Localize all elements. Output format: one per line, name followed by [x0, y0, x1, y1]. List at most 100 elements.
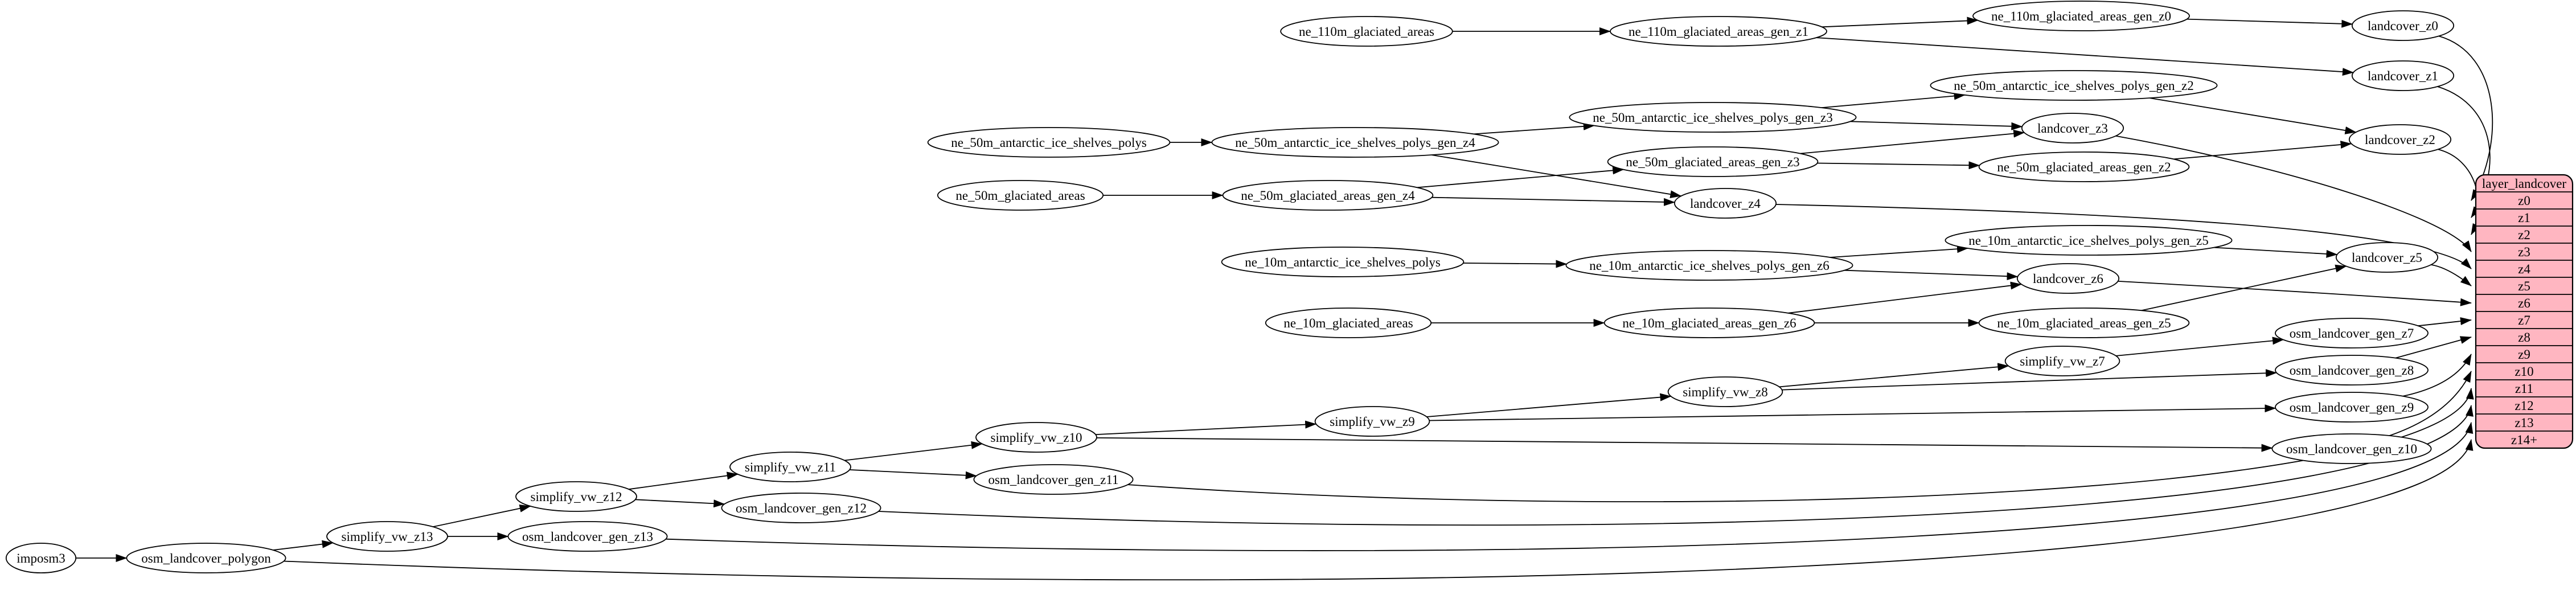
node-ellipse — [721, 493, 881, 523]
graph-node-ne_50m_glaciated_areas_gen_z3: ne_50m_glaciated_areas_gen_z3 — [1607, 146, 1819, 177]
table-row-z12: z12 — [2515, 399, 2533, 413]
node-ellipse — [2275, 355, 2429, 386]
graph-edge-simplify_vw_z13-to-simplify_vw_z12 — [433, 504, 531, 527]
node-label: landcover_z2 — [2365, 133, 2435, 147]
node-label: osm_landcover_gen_z9 — [2290, 400, 2414, 415]
node-ellipse — [1667, 376, 1783, 407]
graph-node-ne_10m_glaciated_areas_gen_z6: ne_10m_glaciated_areas_gen_z6 — [1603, 307, 1815, 338]
graph-edge-osm_landcover_gen_z13-to-z13 — [666, 422, 2474, 551]
graph-edge-simplify_vw_z10-to-osm_landcover_gen_z10 — [1096, 437, 2273, 452]
graph-edge-simplify_vw_z11-to-simplify_vw_z10 — [844, 441, 983, 461]
graph-edge-simplify_vw_z7-to-osm_landcover_gen_z7 — [2116, 337, 2284, 356]
node-ellipse — [1930, 70, 2218, 101]
graph-node-landcover_z1: landcover_z1 — [2351, 60, 2455, 91]
graph-node-osm_landcover_gen_z7: osm_landcover_gen_z7 — [2275, 318, 2429, 348]
node-ellipse — [507, 521, 668, 552]
graph-edge-ne_50m_glaciated_areas_gen_z3-to-ne_50m_glaciated_areas_gen_z2 — [1817, 161, 1980, 170]
graph-edge-ne_110m_glaciated_areas_gen_z1-to-landcover_z1 — [1816, 37, 2354, 76]
graph-edge-ne_110m_glaciated_areas_gen_z0-to-landcover_z0 — [2187, 18, 2353, 28]
graph-node-simplify_vw_z7: simplify_vw_z7 — [2004, 346, 2120, 376]
graph-node-osm_landcover_polygon: osm_landcover_polygon — [126, 543, 286, 573]
table-row-z6: z6 — [2518, 296, 2530, 310]
node-ellipse — [2021, 113, 2124, 143]
graph-node-imposm3: imposm3 — [5, 543, 77, 573]
node-ellipse — [515, 481, 637, 512]
graph-edge-osm_landcover_gen_z10-to-z10 — [2389, 371, 2472, 436]
node-ellipse — [1972, 1, 2190, 31]
node-ellipse — [2275, 392, 2429, 423]
table-row-z9: z9 — [2518, 347, 2530, 362]
node-label: landcover_z3 — [2037, 121, 2108, 136]
graph-node-ne_10m_antarctic_ice_shelves_polys: ne_10m_antarctic_ice_shelves_polys — [1221, 247, 1465, 277]
node-label: osm_landcover_gen_z13 — [522, 530, 653, 544]
graph-edge-osm_landcover_gen_z11-to-z11 — [1127, 388, 2474, 503]
node-label: simplify_vw_z13 — [342, 530, 433, 544]
node-ellipse — [1211, 127, 1499, 158]
table-row-z14+: z14+ — [2511, 433, 2537, 447]
table-row-z11: z11 — [2515, 382, 2533, 396]
node-label: landcover_z0 — [2368, 19, 2438, 33]
node-ellipse — [975, 422, 1097, 453]
node-ellipse — [1280, 16, 1453, 47]
graph-node-landcover_z5: landcover_z5 — [2335, 242, 2439, 273]
node-ellipse — [1222, 180, 1434, 211]
graph-node-landcover_z2: landcover_z2 — [2348, 124, 2452, 155]
graph-edge-simplify_vw_z12-to-simplify_vw_z11 — [629, 471, 739, 490]
graph-edge-landcover_z5-to-z5 — [2431, 264, 2472, 286]
node-label: osm_landcover_gen_z12 — [736, 501, 867, 515]
layer-landcover-table: layer_landcoverz0z1z2z3z4z5z6z7z8z9z10z1… — [2475, 174, 2574, 449]
node-ellipse — [1265, 307, 1432, 338]
node-label: ne_110m_glaciated_areas_gen_z0 — [1991, 9, 2171, 23]
edge-layer — [76, 17, 2493, 581]
graph-edge-ne_10m_antarctic_ice_shelves_polys_gen_z6-to-ne_10m_antarctic_ice_shelves_polys_gen_z5 — [1830, 245, 1968, 258]
node-label: osm_landcover_gen_z11 — [988, 473, 1118, 487]
graph-node-ne_10m_antarctic_ice_shelves_polys_gen_z5: ne_10m_antarctic_ice_shelves_polys_gen_z… — [1945, 225, 2233, 256]
graph-edge-ne_50m_antarctic_ice_shelves_polys_gen_z4-to-ne_50m_antarctic_ice_shelves_polys_gen_z3 — [1474, 122, 1595, 135]
graph-node-ne_50m_glaciated_areas_gen_z4: ne_50m_glaciated_areas_gen_z4 — [1222, 180, 1434, 211]
table-row-z0: z0 — [2518, 194, 2530, 208]
graph-node-ne_110m_glaciated_areas: ne_110m_glaciated_areas — [1280, 16, 1453, 47]
node-ellipse — [126, 543, 286, 573]
node-ellipse — [1569, 102, 1857, 133]
graph-edge-ne_50m_glaciated_areas_gen_z4-to-landcover_z4 — [1431, 196, 1675, 206]
graph-node-osm_landcover_gen_z8: osm_landcover_gen_z8 — [2275, 355, 2429, 386]
node-ellipse — [2271, 433, 2432, 464]
node-ellipse — [729, 452, 851, 482]
graph-edge-ne_10m_antarctic_ice_shelves_polys-to-ne_10m_antarctic_ice_shelves_polys_gen_z6 — [1463, 260, 1568, 268]
node-ellipse — [1565, 250, 1853, 281]
table-row-z3: z3 — [2518, 245, 2530, 259]
graph-node-ne_10m_antarctic_ice_shelves_polys_gen_z6: ne_10m_antarctic_ice_shelves_polys_gen_z… — [1565, 250, 1853, 281]
graph-edge-simplify_vw_z9-to-osm_landcover_gen_z9 — [1429, 404, 2276, 421]
graph-node-ne_50m_antarctic_ice_shelves_polys_gen_z4: ne_50m_antarctic_ice_shelves_polys_gen_z… — [1211, 127, 1499, 158]
graph-edge-osm_landcover_gen_z7-to-z7 — [2418, 317, 2472, 327]
node-ellipse — [927, 127, 1171, 158]
node-label: imposm3 — [17, 551, 65, 565]
graph-edge-osm_landcover_gen_z8-to-z8 — [2395, 336, 2472, 359]
graph-edge-osm_landcover_gen_z9-to-z9 — [2402, 354, 2472, 397]
table-row-z4: z4 — [2518, 262, 2530, 276]
node-ellipse — [1673, 188, 1777, 219]
node-ellipse — [2348, 124, 2452, 155]
node-ellipse — [1945, 225, 2233, 256]
graph-edge-ne_110m_glaciated_areas_gen_z1-to-ne_110m_glaciated_areas_gen_z0 — [1822, 17, 1979, 28]
graph-edge-osm_landcover_polygon-to-simplify_vw_z13 — [273, 540, 334, 551]
graph-edge-simplify_vw_z9-to-simplify_vw_z8 — [1426, 393, 1672, 417]
graph-node-ne_110m_glaciated_areas_gen_z0: ne_110m_glaciated_areas_gen_z0 — [1972, 1, 2190, 31]
node-ellipse — [2275, 318, 2429, 348]
graph-node-simplify_vw_z10: simplify_vw_z10 — [975, 422, 1097, 453]
graph-edge-landcover_z3-to-z3 — [2115, 135, 2472, 252]
graph-edge-simplify_vw_z12-to-osm_landcover_gen_z12 — [635, 499, 725, 508]
node-label: simplify_vw_z8 — [1683, 385, 1768, 399]
node-label: simplify_vw_z7 — [2020, 354, 2105, 368]
graph-edge-ne_10m_antarctic_ice_shelves_polys_gen_z5-to-landcover_z5 — [2214, 247, 2338, 258]
node-ellipse — [1603, 307, 1815, 338]
graph-edge-ne_50m_antarctic_ice_shelves_polys_gen_z3-to-landcover_z3 — [1850, 121, 2023, 130]
graph-node-osm_landcover_gen_z10: osm_landcover_gen_z10 — [2271, 433, 2432, 464]
node-ellipse — [1607, 146, 1819, 177]
node-label: ne_50m_glaciated_areas — [955, 188, 1085, 203]
node-label: ne_10m_antarctic_ice_shelves_polys_gen_z… — [1968, 233, 2209, 248]
graph-edge-osm_landcover_polygon-to-z14+ — [284, 439, 2474, 581]
graph-node-ne_50m_glaciated_areas_gen_z2: ne_50m_glaciated_areas_gen_z2 — [1978, 151, 2190, 182]
graph-edge-ne_10m_antarctic_ice_shelves_polys_gen_z6-to-landcover_z6 — [1844, 269, 2019, 281]
graph-node-ne_50m_glaciated_areas: ne_50m_glaciated_areas — [937, 180, 1104, 211]
